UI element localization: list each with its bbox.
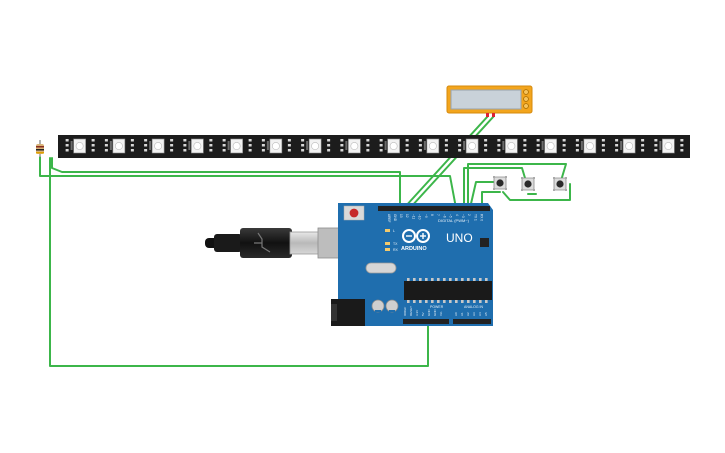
digital-pin-label: ~5 [449,214,453,218]
power-pin-label: RESET [409,306,413,316]
digital-pin-label: ~6 [442,214,446,218]
digital-header [378,206,490,211]
usb-symbol-icon [254,232,271,253]
led-pixel [104,138,134,154]
analog-pin-label: A5 [484,312,488,316]
digital-pin-label: 7 [436,214,440,216]
digital-pin-label: 4 [455,214,459,216]
lcd-screen [450,89,522,110]
analog-pin-label: A4 [478,312,482,316]
rx-led-label: RX [393,248,399,252]
lcd-terminal [486,113,489,117]
l-led [385,229,390,232]
power-pin-label: 3.3V [415,310,419,316]
lcd-pin-icon [523,103,529,109]
microcontroller-chip [404,281,492,300]
push-button[interactable] [493,176,507,190]
wire-button-gnd [502,183,571,201]
led-pixel [458,138,488,154]
lcd-pin-icon [523,96,529,102]
arduino-logo [402,229,430,243]
lcd-terminal [492,113,495,117]
lcd-pin-icon [523,89,529,95]
power-pin-label: Vin [439,311,443,316]
digital-label: DIGITAL (PWM~) [438,218,470,223]
led-pixel [654,138,684,154]
lcd-module[interactable] [446,85,533,117]
l-led-label: L [393,229,395,233]
tx-led [385,242,390,245]
push-button[interactable] [553,177,567,191]
digital-pin-label: ~9 [424,214,428,218]
analog-pin-label: A0 [454,312,458,316]
reset-button-cap [349,208,359,218]
led-pixel [261,138,291,154]
digital-pin-label: ~11 [411,214,415,219]
analog-pin-label: A3 [472,312,476,316]
led-pixel [65,138,95,154]
brand-label: ARDUINO [401,246,427,252]
analog-pin-label: A2 [466,312,470,316]
led-pixel [418,138,448,154]
digital-pin-label: ~3 [461,214,465,218]
led-pixel [340,138,370,154]
analog-header [453,319,491,324]
analog-pin-label: A1 [460,312,464,316]
model-label: UNO [446,231,473,245]
wire-button-1 [469,181,501,209]
led-pixel [183,138,213,154]
power-header [403,319,449,324]
led-strip-body [58,135,690,158]
push-buttons [493,176,567,191]
power-pin-label: GND [427,309,431,317]
led-strip[interactable] [58,135,690,158]
wire-button-common [481,191,501,209]
digital-pin-label: RX 0 [480,214,484,221]
usb-cable[interactable] [205,227,345,259]
crystal [365,262,397,274]
wire-strip-gnd [51,157,401,209]
resistor[interactable] [36,140,44,157]
digital-pin-label: 2 [467,214,471,216]
power-pin-label: GND [433,309,437,317]
wire-button-3 [467,163,567,209]
wires [39,115,571,367]
led-pixel [144,138,174,154]
led-pixel [497,138,527,154]
digital-pin-label: 13 [399,214,403,218]
digital-pin-label: TX 1 [473,214,477,221]
led-pixel [575,138,605,154]
push-button[interactable] [521,177,535,191]
wire-lcd-b [409,115,495,209]
led-pixel [379,138,409,154]
wire-lcd-a [403,115,489,209]
led-pixel [615,138,645,154]
gnd-pin-label: GND [393,214,397,222]
wire-strip-power [49,157,429,367]
power-label: POWER [430,305,444,309]
digital-pin-label: 12 [405,214,409,218]
power-pin-label: IOREF [403,307,407,316]
led-pixel [301,138,331,154]
aref-pin-label: AREF [387,214,391,223]
tx-led-label: TX [393,242,398,246]
analog-label: ANALOG IN [464,305,484,309]
icsp-header [480,238,489,247]
wire-strip-data [39,156,457,209]
power-pin-label: 5V [421,312,425,316]
rx-led [385,248,390,251]
digital-pin-label: ~10 [418,214,422,220]
led-pixel [222,138,252,154]
digital-pin-label: 8 [430,214,434,216]
led-pixel [536,138,566,154]
